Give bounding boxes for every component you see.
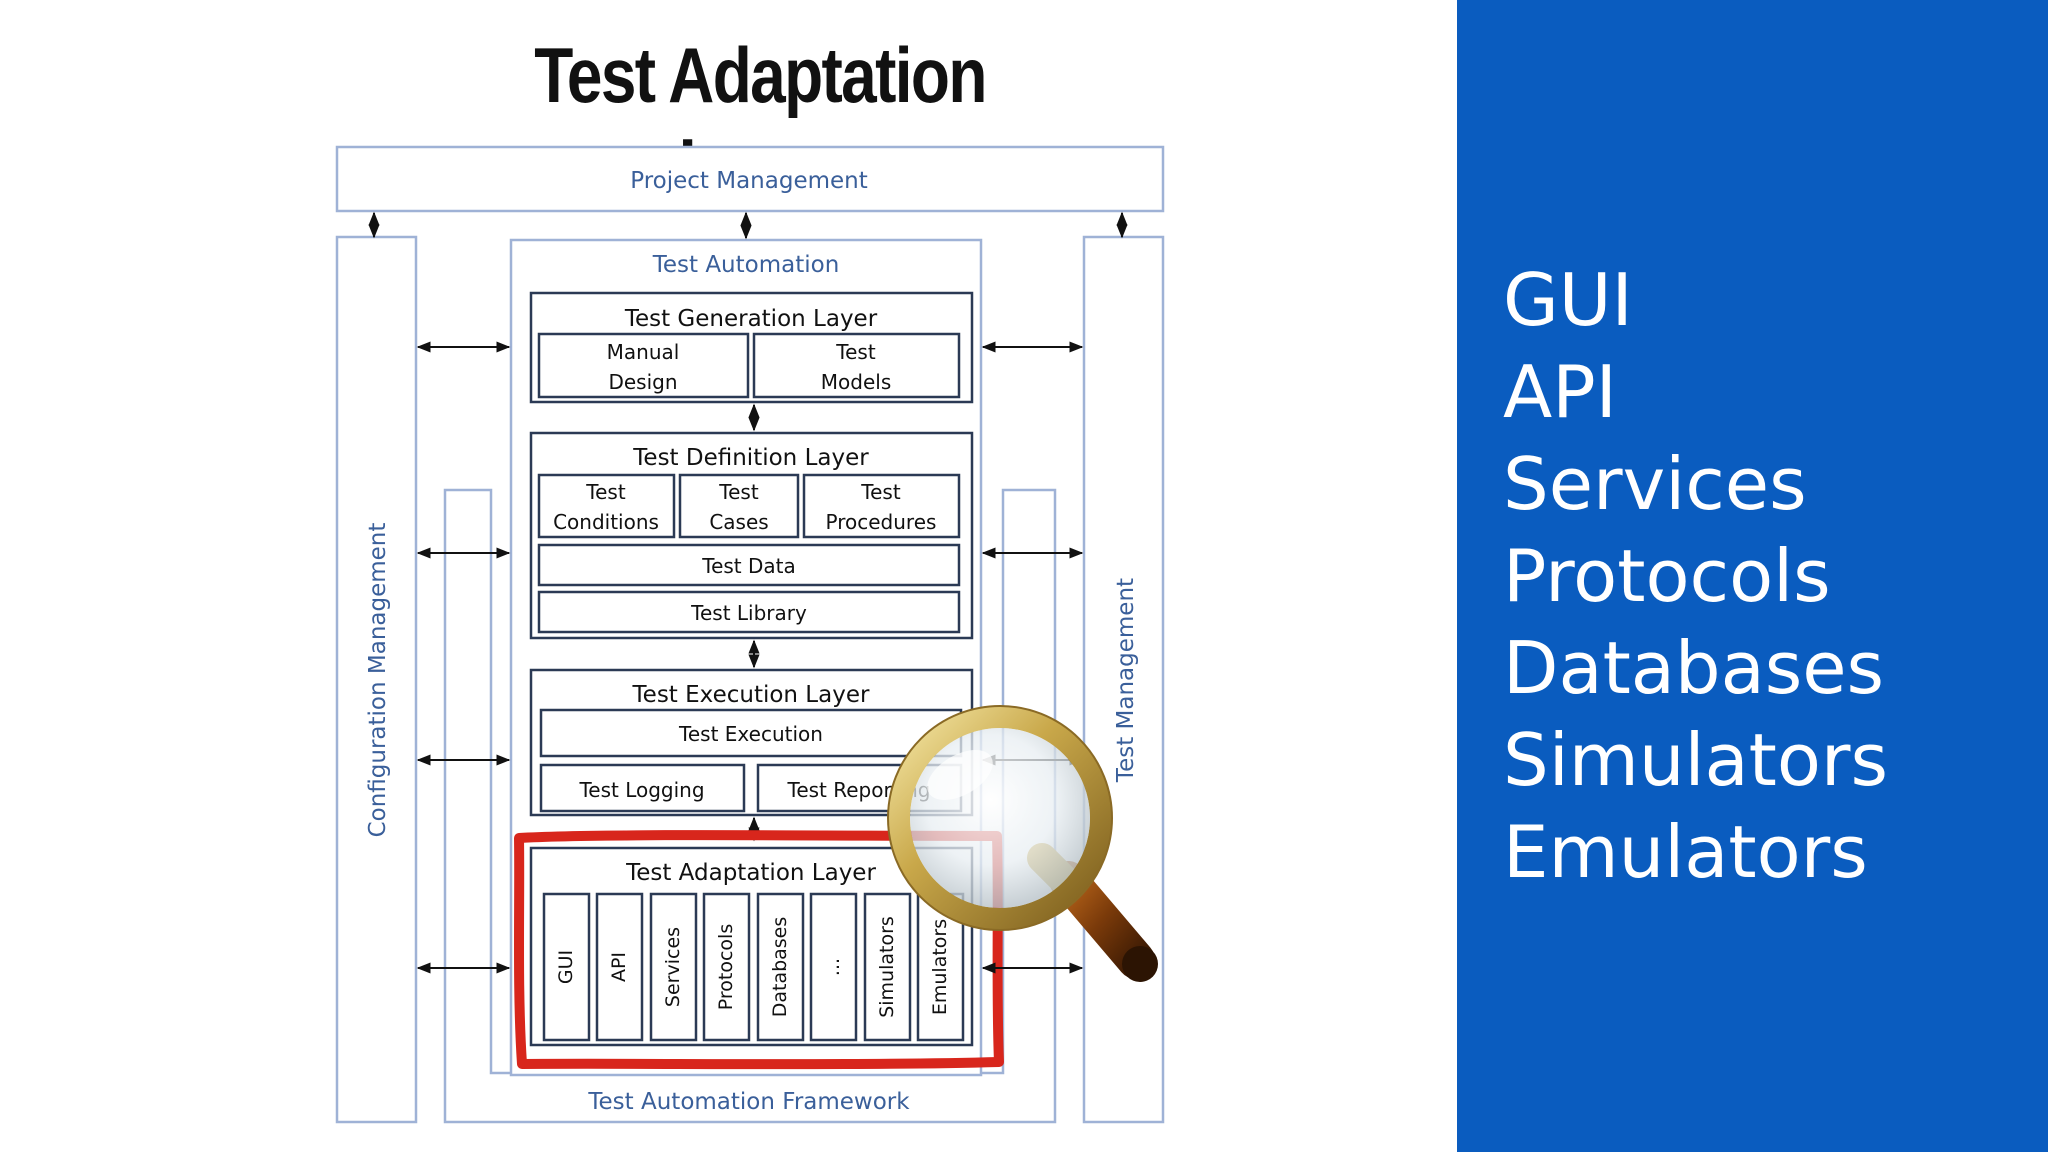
test-models-line2: Models bbox=[821, 370, 891, 394]
test-procedures-line2: Procedures bbox=[826, 510, 937, 534]
test-logging-box bbox=[539, 763, 746, 813]
test-execution-box bbox=[539, 708, 963, 758]
adaptation-item-gui: GUI bbox=[555, 950, 577, 984]
test-conditions-box bbox=[537, 473, 676, 539]
test-automation-label: Test Automation bbox=[652, 252, 840, 278]
right-panel: GUI API Services Protocols Databases Sim… bbox=[1457, 0, 2048, 1152]
list-item: GUI bbox=[1503, 258, 1633, 342]
test-adaptation-layer-title: Test Adaptation Layer bbox=[625, 860, 876, 886]
manual-design-line1: Manual bbox=[607, 340, 680, 364]
test-generation-layer: Test Generation Layer Manual Design Test… bbox=[529, 291, 974, 404]
interface-list: GUI API Services Protocols Databases Sim… bbox=[1503, 254, 1888, 898]
magnifying-glass-icon bbox=[887, 705, 1158, 982]
test-definition-layer-title: Test Definition Layer bbox=[632, 445, 869, 471]
test-cases-line1: Test bbox=[718, 480, 759, 504]
adaptation-item-protocols: Protocols bbox=[715, 924, 737, 1010]
adaptation-item-api: API bbox=[608, 952, 630, 982]
test-library-label: Test Library bbox=[690, 601, 807, 625]
list-item: Databases bbox=[1503, 626, 1885, 710]
test-execution-layer-title: Test Execution Layer bbox=[632, 682, 870, 708]
list-item: Protocols bbox=[1503, 534, 1831, 618]
project-management-label: Project Management bbox=[630, 168, 868, 194]
test-conditions-line2: Conditions bbox=[553, 510, 659, 534]
test-conditions-line1: Test bbox=[585, 480, 626, 504]
test-generation-layer-title: Test Generation Layer bbox=[624, 306, 878, 332]
list-item: Simulators bbox=[1503, 718, 1888, 802]
test-automation-framework-label: Test Automation Framework bbox=[587, 1089, 910, 1115]
highlight-outline bbox=[514, 830, 1004, 1070]
test-automation-framework-box: Test Automation Framework bbox=[443, 488, 1057, 1124]
test-data-box bbox=[537, 543, 961, 587]
test-cases-box bbox=[678, 473, 800, 539]
test-cases-line2: Cases bbox=[709, 510, 768, 534]
test-models-line1: Test bbox=[835, 340, 876, 364]
manual-design-box bbox=[537, 332, 750, 399]
test-automation-architecture-diagram: Project Management Configuration Managem… bbox=[335, 145, 1165, 1124]
test-execution-label: Test Execution bbox=[678, 722, 823, 746]
test-management-box: Test Management bbox=[1082, 235, 1165, 1124]
test-definition-layer: Test Definition Layer Test Conditions Te… bbox=[529, 431, 974, 640]
adaptation-item-simulators: Simulators bbox=[876, 916, 898, 1018]
configuration-management-box: Configuration Management bbox=[335, 235, 418, 1124]
adaptation-items: GUI API Services Protocols Databases ...… bbox=[542, 892, 965, 1042]
list-item: API bbox=[1503, 350, 1617, 434]
list-item: Emulators bbox=[1503, 810, 1868, 894]
adaptation-item-databases: Databases bbox=[769, 917, 791, 1018]
test-procedures-box bbox=[802, 473, 961, 539]
test-adaptation-layer: Test Adaptation Layer GUI API Services P… bbox=[529, 846, 974, 1047]
test-library-box bbox=[537, 590, 961, 634]
adaptation-item-ellipsis: ... bbox=[822, 958, 844, 976]
test-logging-label: Test Logging bbox=[578, 778, 704, 802]
test-management-label: Test Management bbox=[1113, 578, 1139, 783]
test-data-label: Test Data bbox=[701, 554, 796, 578]
configuration-management-label: Configuration Management bbox=[365, 523, 391, 838]
adaptation-item-emulators: Emulators bbox=[929, 919, 951, 1015]
test-models-box bbox=[752, 332, 961, 399]
list-item: Services bbox=[1503, 442, 1807, 526]
project-management-box: Project Management bbox=[335, 145, 1165, 213]
adaptation-item-services: Services bbox=[662, 927, 684, 1007]
manual-design-line2: Design bbox=[608, 370, 677, 394]
test-procedures-line1: Test bbox=[860, 480, 901, 504]
